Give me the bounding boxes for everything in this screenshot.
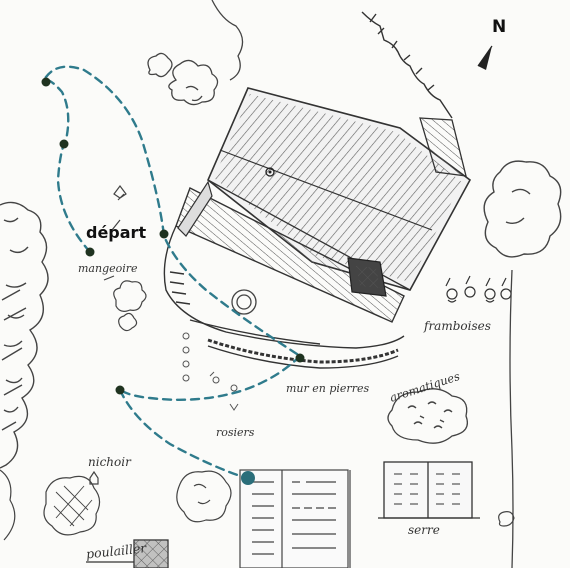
- stop-start: [85, 247, 95, 257]
- right-shrub: [498, 511, 515, 527]
- raspberry-row: [445, 275, 512, 303]
- right-fence: [509, 269, 514, 568]
- aromatic-herbs: [387, 388, 469, 444]
- aromatics-label: aromatiques: [388, 369, 462, 405]
- top-tree: [211, 0, 244, 81]
- chimney-smoke: [361, 11, 453, 119]
- stone-wall-label: mur en pierres: [286, 382, 369, 395]
- birdhouse-bushes: [0, 469, 232, 541]
- raspberries-label: framboises: [423, 319, 491, 333]
- path-stops: [41, 77, 305, 485]
- north-label: N: [492, 17, 506, 37]
- small-plants: [103, 185, 147, 332]
- walking-path: [41, 65, 302, 480]
- henhouse: [133, 539, 169, 568]
- north-arrow-icon: [477, 45, 493, 70]
- stop-end: [241, 471, 255, 485]
- feeder-label: mangeoire: [78, 262, 138, 275]
- house: [175, 87, 472, 323]
- greenhouse: [378, 461, 480, 519]
- henhouse-label: poulailler: [85, 540, 148, 561]
- greenhouse-label: serre: [408, 523, 440, 537]
- left-trees: [0, 201, 49, 469]
- right-tree: [483, 160, 562, 258]
- roses-label: rosiers: [216, 426, 255, 439]
- rose-bushes: [182, 332, 239, 411]
- round-feature: [231, 289, 257, 315]
- birdhouse-label: nichoir: [88, 455, 132, 469]
- start-label: départ: [86, 223, 146, 242]
- terrace: [163, 225, 405, 369]
- stop-4: [295, 353, 305, 363]
- stop-3: [159, 229, 169, 239]
- stop-1: [41, 77, 51, 87]
- stop-2: [59, 139, 69, 149]
- vegetable-garden: [239, 469, 351, 568]
- stop-5: [115, 385, 125, 395]
- shrubs-top: [147, 52, 219, 106]
